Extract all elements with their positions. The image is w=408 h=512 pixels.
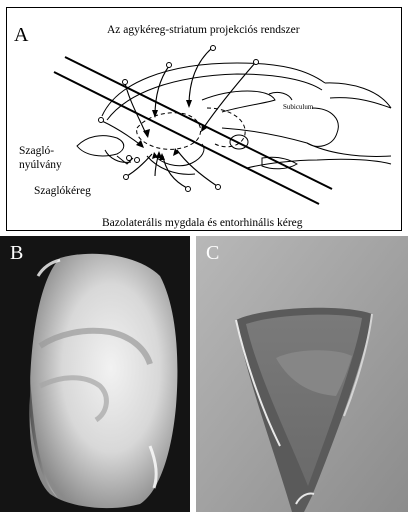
- panel-b-photo: B: [0, 236, 190, 512]
- tissue-block-image: [196, 236, 408, 512]
- panel-b-letter: B: [10, 243, 23, 263]
- panel-c-letter: C: [206, 243, 219, 263]
- olfactory-cortex-label: Szaglókéreg: [34, 186, 91, 198]
- panel-a-letter: A: [14, 25, 28, 45]
- panel-a-schematic: A Az agykéreg-striatum projekciós rendsz…: [6, 7, 402, 231]
- subiculum-label: Subiculum: [283, 104, 313, 111]
- brain-sagittal-drawing: [7, 8, 403, 232]
- olfactory-bulb-label: Szagló-nyúlvány: [19, 144, 89, 172]
- panel-a-title: Az agykéreg-striatum projekciós rendszer: [107, 25, 300, 37]
- bottom-caption: Bazolaterális mygdala és entorhinális ké…: [102, 218, 303, 230]
- panel-c-photo: C: [196, 236, 408, 512]
- cut-line-lower: [54, 72, 319, 204]
- brain-slice-image: [0, 236, 190, 512]
